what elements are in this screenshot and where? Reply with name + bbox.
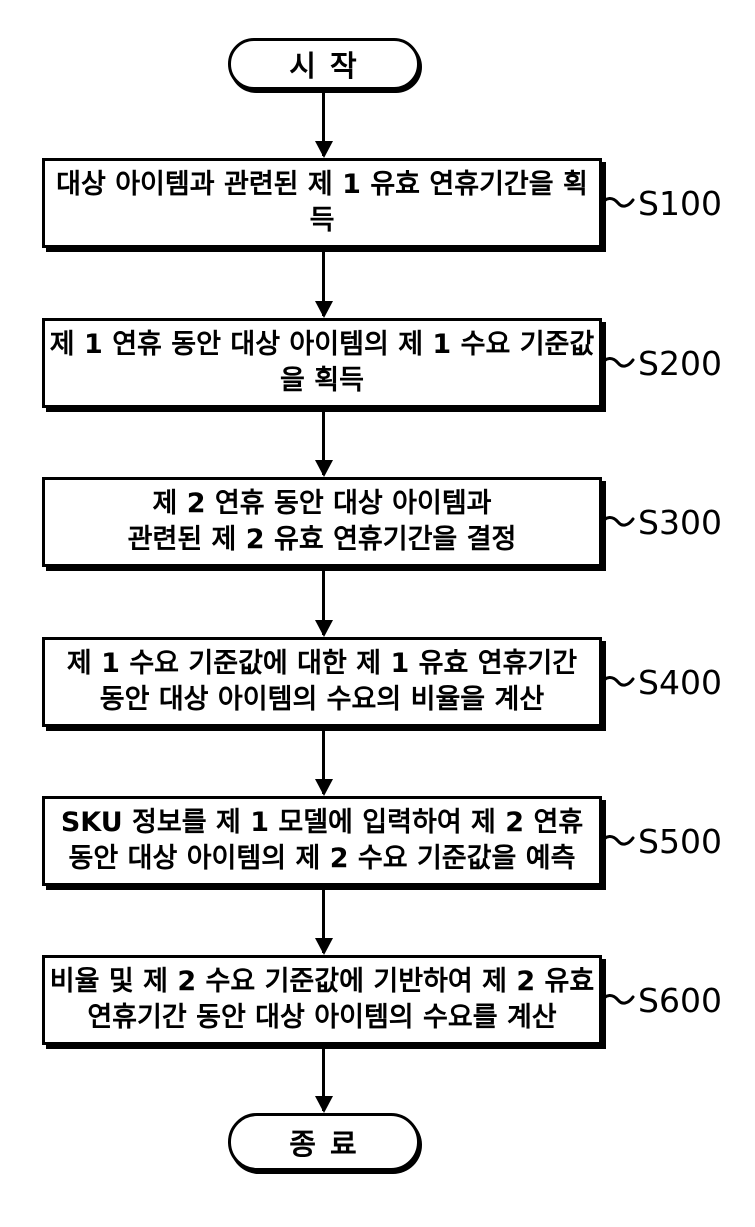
step-label-s300: S300 [599,477,751,567]
step-ref-text: S600 [638,980,722,1020]
flow-arrow-icon [322,90,325,156]
step-label-s100: S100 [599,158,751,248]
process-box-text: 제 1 수요 기준값에 대한 제 1 유효 연휴기간 동안 대상 아이템의 수요… [66,647,578,715]
tilde-connector-icon [599,835,635,846]
end-terminal: 종 료 [228,1113,420,1171]
start-terminal: 시 작 [228,38,420,90]
process-box-text: 제 1 연휴 동안 대상 아이템의 제 1 수요 기준값을 획득 [49,328,595,396]
process-box-text: 제 2 연휴 동안 대상 아이템과 관련된 제 2 유효 연휴기간을 결정 [127,487,517,555]
step-label-s200: S200 [599,318,751,408]
process-box-text: SKU 정보를 제 1 모델에 입력하여 제 2 연휴 동안 대상 아이템의 제… [60,806,584,874]
process-box-s400: 제 1 수요 기준값에 대한 제 1 유효 연휴기간 동안 대상 아이템의 수요… [42,637,602,727]
step-label-s500: S500 [599,796,751,886]
step-label-s400: S400 [599,637,751,727]
flow-arrow-icon [322,569,325,635]
end-terminal-label: 종 료 [289,1127,359,1161]
start-terminal-label: 시 작 [289,49,359,83]
process-box-s100: 대상 아이템과 관련된 제 1 유효 연휴기간을 획득 [42,158,602,248]
step-ref-text: S200 [638,343,722,383]
flow-arrow-icon [322,888,325,953]
flow-arrow-icon [322,250,325,316]
step-label-s600: S600 [599,955,751,1045]
flow-arrow-icon [322,409,325,475]
flow-arrow-icon [322,1047,325,1111]
tilde-connector-icon [599,994,635,1005]
flow-arrow-icon [322,728,325,794]
process-box-text: 비율 및 제 2 수요 기준값에 기반하여 제 2 유효 연휴기간 동안 대상 … [49,965,595,1033]
process-box-s600: 비율 및 제 2 수요 기준값에 기반하여 제 2 유효 연휴기간 동안 대상 … [42,955,602,1045]
process-box-s500: SKU 정보를 제 1 모델에 입력하여 제 2 연휴 동안 대상 아이템의 제… [42,796,602,886]
step-ref-text: S100 [638,183,722,223]
tilde-connector-icon [599,516,635,527]
step-ref-text: S500 [638,821,722,861]
tilde-connector-icon [599,197,635,208]
process-box-s300: 제 2 연휴 동안 대상 아이템과 관련된 제 2 유효 연휴기간을 결정 [42,477,602,567]
tilde-connector-icon [599,676,635,687]
process-box-s200: 제 1 연휴 동안 대상 아이템의 제 1 수요 기준값을 획득 [42,318,602,408]
process-box-text: 대상 아이템과 관련된 제 1 유효 연휴기간을 획득 [56,168,588,236]
tilde-connector-icon [599,357,635,368]
step-ref-text: S400 [638,662,722,702]
step-ref-text: S300 [638,502,722,542]
